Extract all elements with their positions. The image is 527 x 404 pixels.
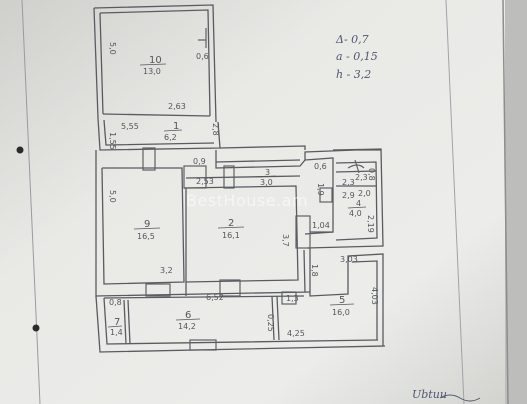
- binder-hole-lower: [32, 324, 40, 332]
- walls: [93, 4, 386, 353]
- margin-line-right: [445, 0, 465, 404]
- dim-label: 4,25: [287, 329, 305, 338]
- room-10-number: 10: [149, 55, 162, 66]
- dim-label: 0,6: [314, 162, 327, 171]
- handwritten-notes: Δ- 0,7 a - 0,15 h - 3,2: [335, 33, 378, 81]
- room-1-number: 1: [173, 121, 179, 132]
- room-2-area: 16,1: [222, 231, 240, 240]
- room-7-area: 1,4: [110, 328, 123, 337]
- dim-label: 2,19: [366, 215, 375, 233]
- door-room-2: [183, 165, 207, 189]
- dim-label: 0,8: [367, 168, 376, 181]
- dim-label: 6,52: [206, 293, 224, 302]
- dimension-labels: 5,0 0,6 2,63 1,55 5,55 2,8 0,9 2,53 5,0 …: [108, 42, 379, 338]
- room-5-number: 5: [339, 295, 345, 306]
- watermark: BestHouse.am: [186, 191, 308, 210]
- margin-line-left: [21, 0, 41, 404]
- signature-stroke: [439, 394, 481, 402]
- door-room-4: [319, 187, 333, 203]
- room-6-area: 14,2: [178, 322, 196, 331]
- dim-label: 3,7: [281, 234, 290, 247]
- dim-label: 3,03: [340, 255, 358, 264]
- dim-label: 0,6: [196, 52, 209, 61]
- room-4-area: 4,0: [349, 209, 362, 218]
- dim-label: 2,3: [342, 178, 355, 187]
- dim-label: 1,04: [312, 221, 330, 230]
- dim-label: 0,9: [193, 157, 206, 166]
- room-9-area: 16,5: [137, 232, 155, 241]
- dim-label: 5,0: [108, 42, 117, 55]
- dim-label: 2,9: [342, 191, 355, 200]
- door-room-9: [142, 147, 156, 171]
- room-10-area: 13,0: [143, 67, 161, 76]
- wall-room-10: [93, 4, 217, 123]
- room-9-number: 9: [144, 219, 150, 230]
- room-6-number: 6: [185, 310, 191, 321]
- window-bottom-middle: [189, 339, 217, 351]
- dim-label: 2,53: [196, 177, 214, 186]
- dim-label: 5,55: [121, 122, 139, 131]
- dim-label: 1,8: [310, 264, 319, 277]
- window-bottom-left: [145, 283, 171, 297]
- signature: Ubtuu: [412, 388, 447, 401]
- background-edge: [505, 0, 527, 404]
- dim-label: 2,8: [211, 123, 220, 136]
- dim-label: 4,03: [370, 287, 379, 305]
- paper-edge: [502, 0, 509, 404]
- dim-label: 2,63: [168, 102, 186, 111]
- dim-label: 1,55: [108, 132, 117, 150]
- binder-hole-upper: [16, 146, 24, 154]
- dim-label: 2,3: [355, 173, 368, 182]
- dim-label: 3,2: [160, 266, 173, 275]
- room-2-number: 2: [228, 218, 234, 229]
- note-line-3: h - 3,2: [336, 68, 371, 81]
- room-1-area: 6,2: [164, 133, 177, 142]
- note-line-1: Δ- 0,7: [335, 33, 369, 46]
- dim-label: 1,3: [286, 294, 299, 303]
- room-3-number: 3: [265, 168, 270, 177]
- dim-label: 1,9: [316, 183, 325, 196]
- room-5-area: 16,0: [332, 308, 350, 317]
- room-7-number: 7: [114, 317, 120, 328]
- note-line-2: a - 0,15: [336, 50, 378, 63]
- dim-label: 5,0: [108, 190, 117, 203]
- room-labels: 10 13,0 1 6,2 9 16,5 2 16,1 3 3,0 5 16,0…: [107, 55, 367, 337]
- door-details: [142, 28, 365, 351]
- dim-label: 0,8: [109, 298, 122, 307]
- dim-label: 0,25: [266, 314, 275, 332]
- room-3-area: 3,0: [260, 178, 273, 187]
- dim-label: 2,0: [358, 189, 371, 198]
- room-4-number: 4: [356, 199, 361, 208]
